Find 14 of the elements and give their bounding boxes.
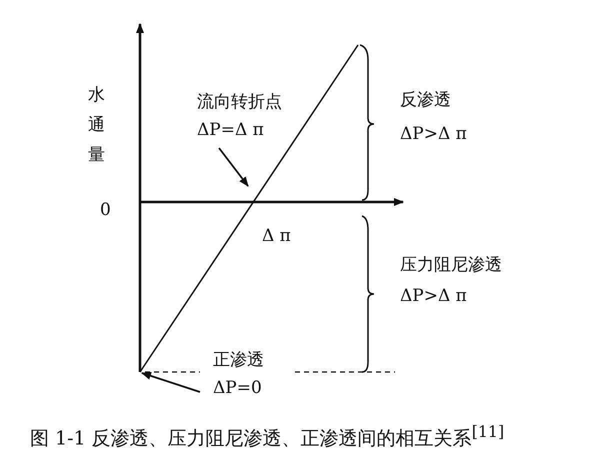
formula-label: Δ π	[262, 226, 291, 246]
formula-label: ΔP>Δ π	[400, 124, 467, 144]
figure-caption: 图 1-1 反渗透、压力阻尼渗透、正渗透间的相互关系$^{[11]}$	[30, 421, 504, 450]
leader-arrow	[218, 147, 249, 187]
callout-title: 正渗透	[213, 350, 264, 370]
region-label: 反渗透	[400, 90, 451, 110]
region-label: 压力阻尼渗透	[400, 255, 502, 275]
formula-label: ΔP>Δ π	[400, 286, 467, 306]
callout-formula: ΔP=0	[213, 378, 263, 398]
callout-formula: ΔP=Δ π	[197, 120, 265, 140]
leader-arrow	[141, 372, 200, 393]
axis-label: 水通量	[88, 84, 106, 167]
axis-tick-label: 0	[100, 200, 111, 220]
callout-title: 流向转折点	[197, 92, 282, 112]
